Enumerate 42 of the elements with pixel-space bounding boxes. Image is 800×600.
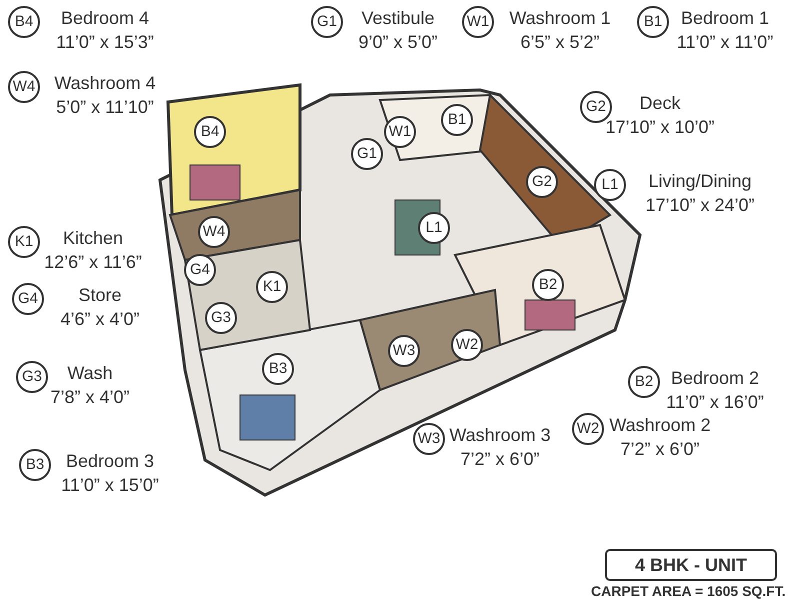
room-dimensions: 5’0” x 11’10” [56,97,154,118]
unit-title: 4 BHK - UNIT [605,549,777,581]
room-name: Wash [67,363,113,384]
callout-number: B2 [628,366,660,398]
room-dimensions: 7’8” x 4’0” [50,387,130,408]
room-dimensions: 12’6” x 11’6” [44,252,142,273]
room-dimensions: 7’2” x 6’0” [620,439,700,460]
callout-number: B1 [637,6,669,38]
room-name: Living/Dining [648,171,752,192]
room-name: Washroom 4 [54,73,156,94]
callout-number: B4 [8,6,40,38]
room-dimensions: 11’0” x 16’0” [666,392,764,413]
room-name: Bedroom 3 [66,451,154,472]
room-name: Vestibule [361,8,435,29]
room-dimensions: 17’10” x 24’0” [645,195,755,216]
callout-number: W3 [413,423,445,455]
callout-number: W4 [8,71,40,103]
callout-number: K1 [8,226,40,258]
callout-number: L1 [594,169,626,201]
room-name: Bedroom 4 [60,8,150,29]
callout-number: W2 [572,413,604,445]
room-name: Kitchen [62,228,124,249]
callout-number: G1 [311,6,343,38]
carpet-area-note: CARPET AREA = 1605 SQ.FT. [591,583,786,599]
room-name: Washroom 3 [449,425,551,446]
room-dimensions: 7’2” x 6’0” [460,449,540,470]
callout-number: G4 [12,283,44,315]
room-name: Washroom 2 [609,415,711,436]
room-name: Washroom 1 [509,8,611,29]
room-name: Store [78,285,122,306]
room-dimensions: 6’5” x 5’2” [520,32,600,53]
room-name: Deck [640,93,680,114]
room-dimensions: 4’6” x 4’0” [60,309,140,330]
callout-number: W1 [462,6,494,38]
room-dimensions: 11’0” x 15’3” [56,32,154,53]
room-dimensions: 9’0” x 5’0” [358,32,438,53]
room-name: Bedroom 1 [680,8,770,29]
callout-number: B3 [19,449,51,481]
callout-number: G3 [16,361,48,393]
room-name: Bedroom 2 [670,368,760,389]
room-dimensions: 11’0” x 11’0” [676,32,774,53]
room-dimensions: 11’0” x 15’0” [61,475,159,496]
